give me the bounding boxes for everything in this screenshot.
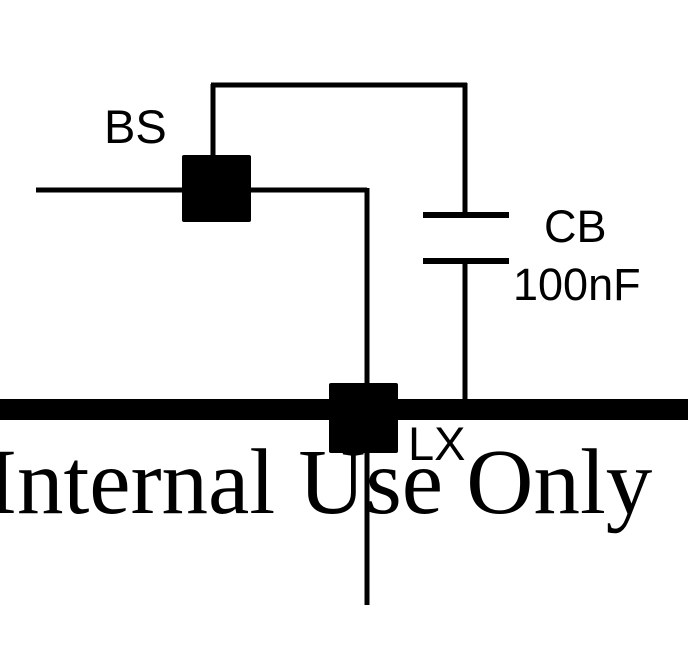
internal-use-watermark: Internal Use Only <box>0 431 653 534</box>
bs-label: BS <box>104 100 167 153</box>
lx-pin <box>329 383 398 453</box>
capacitor-value-label: 100nF <box>513 259 641 310</box>
lx-label: LX <box>408 417 466 470</box>
capacitor-name-label: CB <box>544 201 607 252</box>
bs-pin <box>182 155 251 222</box>
